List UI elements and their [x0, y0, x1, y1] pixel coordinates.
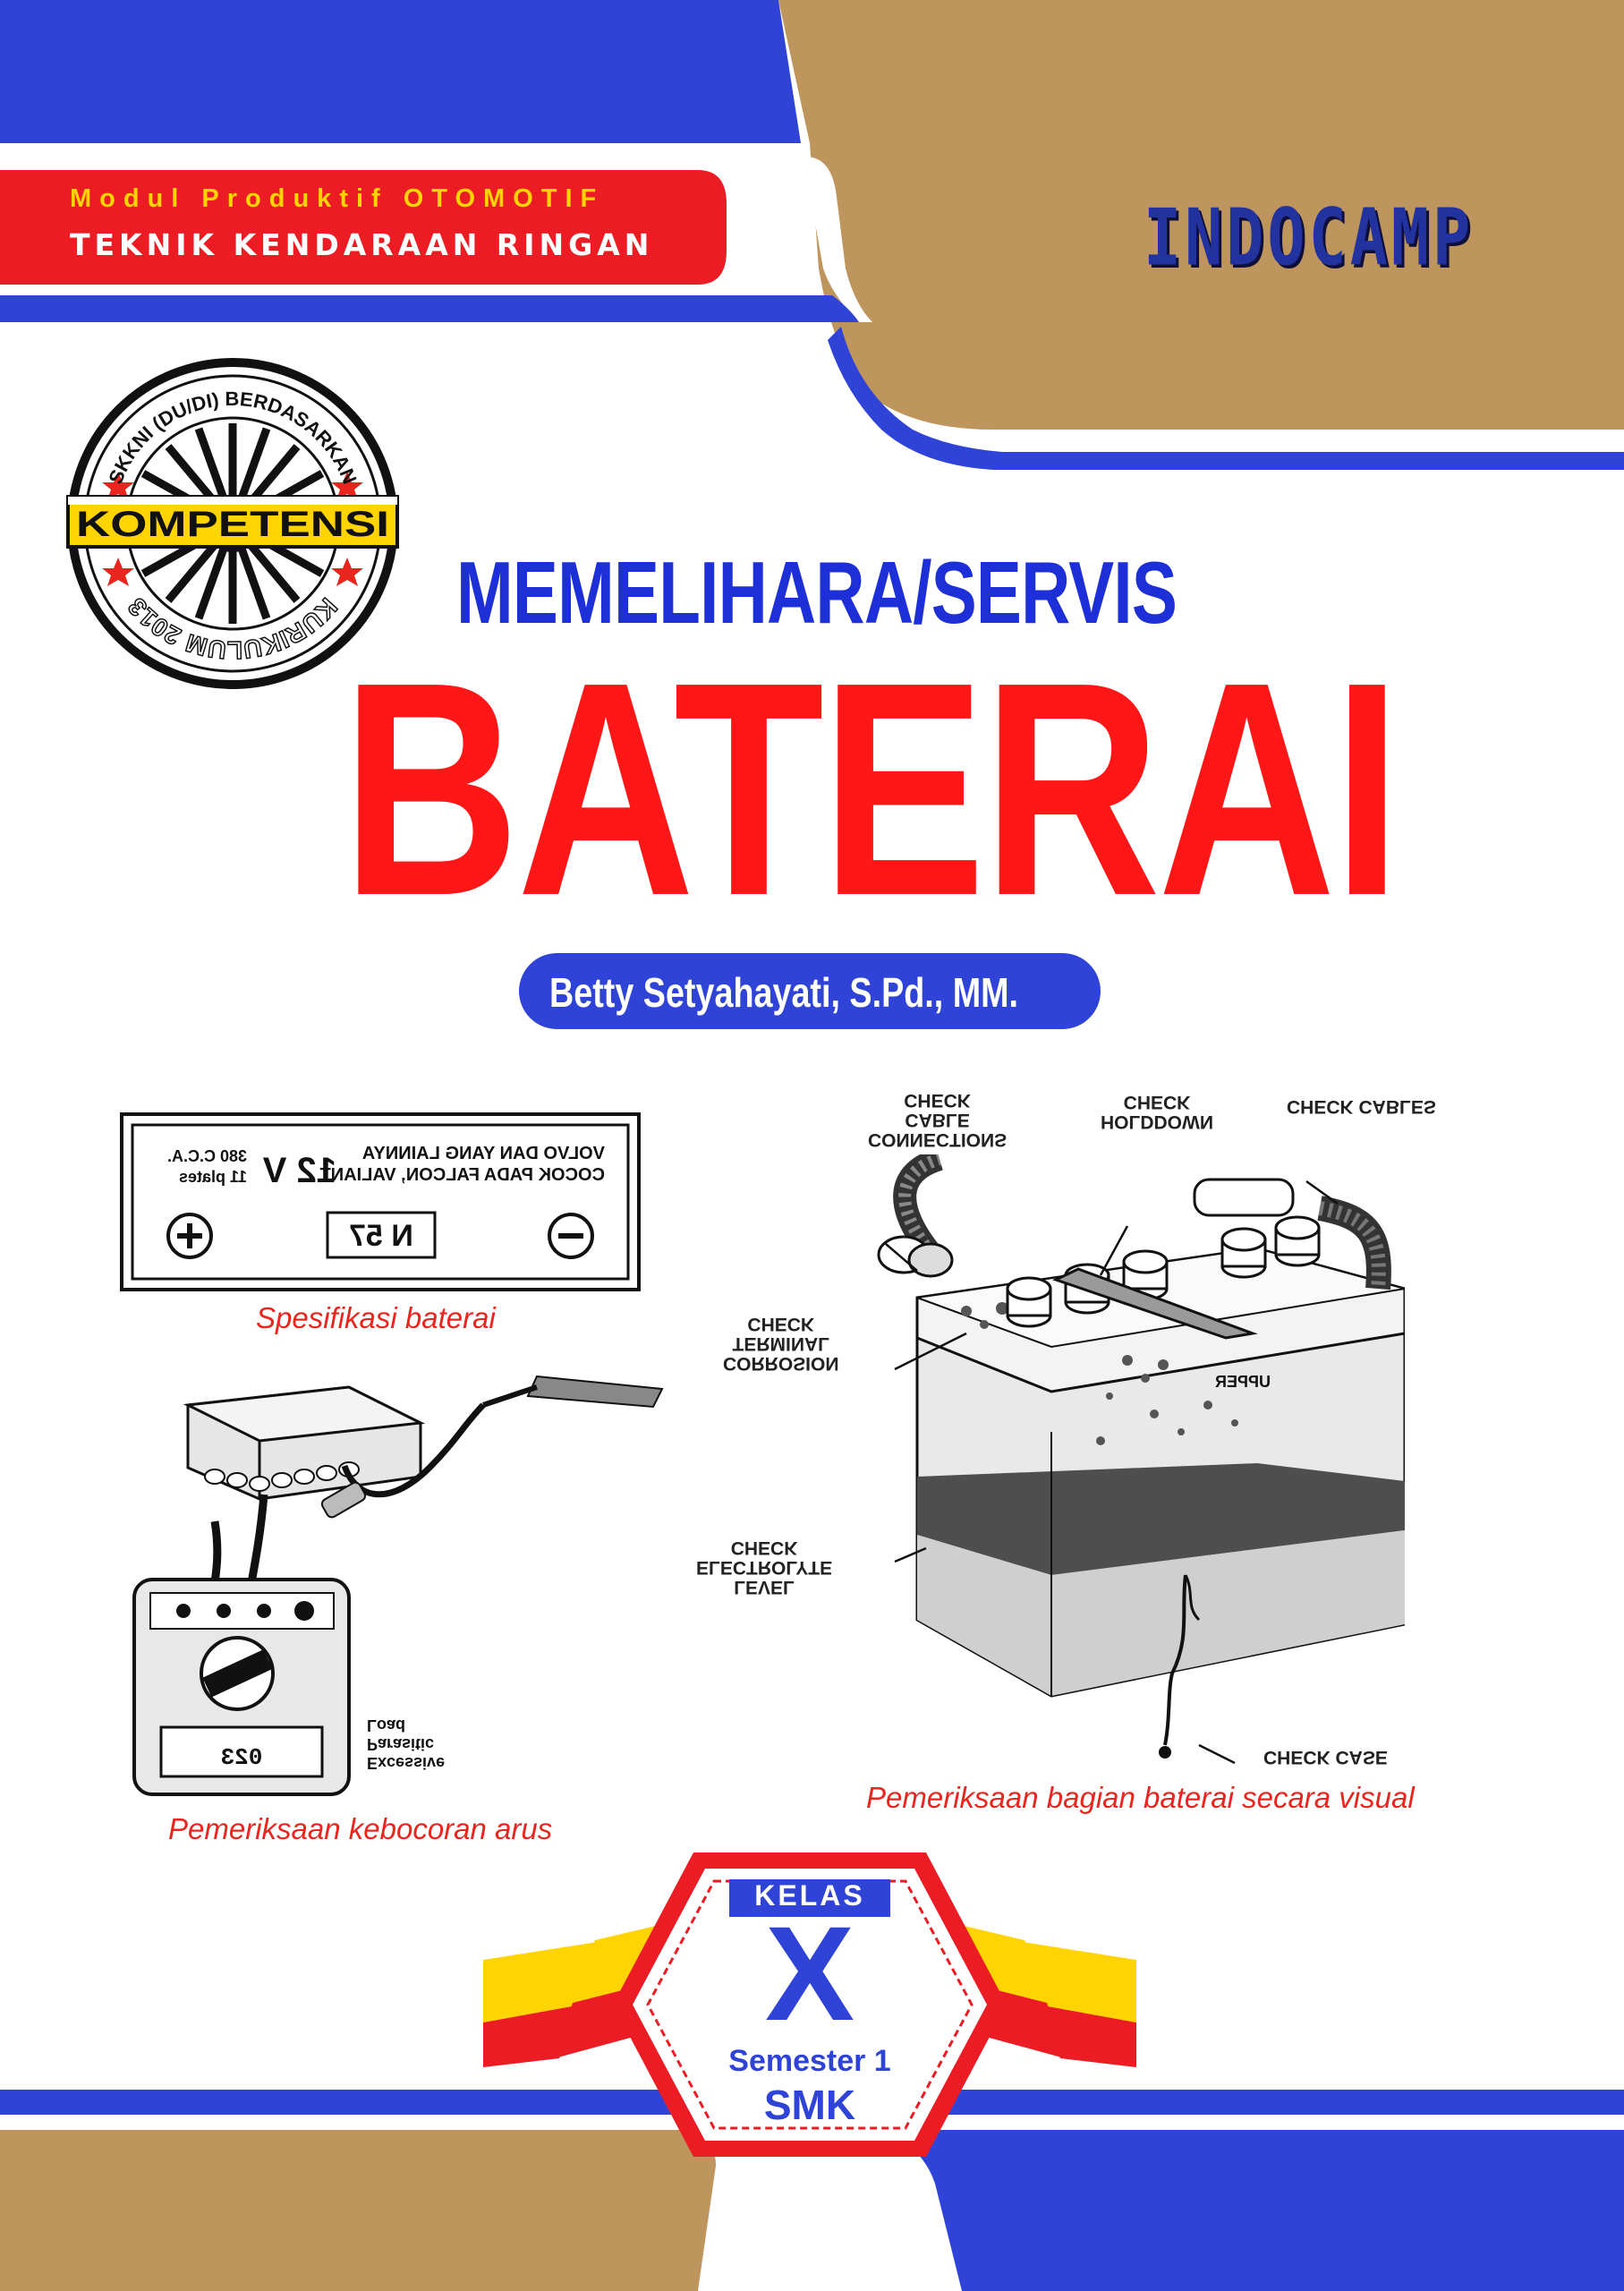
leak-legend-load: Load — [367, 1716, 405, 1734]
meter-reading: 023 — [221, 1744, 263, 1771]
badge-kelas: KELAS — [754, 1879, 865, 1912]
spec-model: N 57 — [349, 1219, 413, 1253]
author-pill — [519, 953, 1101, 1029]
class-badge — [483, 1852, 1136, 2157]
spec-label-line1: VOLVO DAN YANG LAINNYA — [362, 1144, 605, 1163]
minus-terminal-icon — [548, 1213, 594, 1259]
spec-plates: 11 plates — [179, 1168, 247, 1186]
spec-cca: 380 C.C.A. — [167, 1147, 247, 1165]
label-case: CHECK CASE — [1263, 1747, 1388, 1768]
competency-seal: SKKNI (DU/DI) BERDASARKAN KOMPETENSI KUR… — [66, 358, 399, 689]
spec-caption: Spesifikasi baterai — [256, 1301, 496, 1334]
upper-level-label: UPPER — [1215, 1373, 1271, 1391]
program-title: TEKNIK KENDARAAN RINGAN — [70, 227, 654, 262]
spec-voltage: 12 V — [262, 1151, 336, 1190]
spec-label-line2: COCOK PADA FALCON, VALIANT — [319, 1165, 605, 1185]
leak-test-figure: 023 Load Parasitic Excessive — [132, 1375, 664, 1796]
publisher-logo: INDOCAMP — [1144, 192, 1475, 284]
visual-caption: Pemeriksaan bagian baterai secara visual — [866, 1781, 1415, 1814]
label-cables: CHECK CABLES — [1287, 1096, 1436, 1118]
battery-inspection-figure: UPPER — [877, 1154, 1405, 1765]
badge-grade: X — [764, 1898, 855, 2048]
battery-spec-figure: VOLVO DAN YANG LAINNYA COCOK PADA FALCON… — [120, 1112, 641, 1291]
series-title: Modul Produktif OTOMOTIF — [70, 184, 605, 213]
plus-terminal-icon — [166, 1213, 213, 1259]
leak-legend-parasitic: Parasitic — [367, 1735, 434, 1753]
seal-band-text: KOMPETENSI — [76, 505, 389, 544]
module-subtitle: MEMELIHARA/SERVIS — [456, 543, 1178, 642]
author-name: Betty Setyahayati, S.Pd., MM. — [549, 969, 1019, 1016]
leak-caption: Pemeriksaan kebocoran arus — [168, 1812, 553, 1845]
leak-legend-excessive: Excessive — [367, 1754, 445, 1772]
badge-semester: Semester 1 — [728, 2044, 891, 2078]
module-title: BATERAI — [342, 619, 1401, 959]
badge-school: SMK — [763, 2082, 856, 2128]
